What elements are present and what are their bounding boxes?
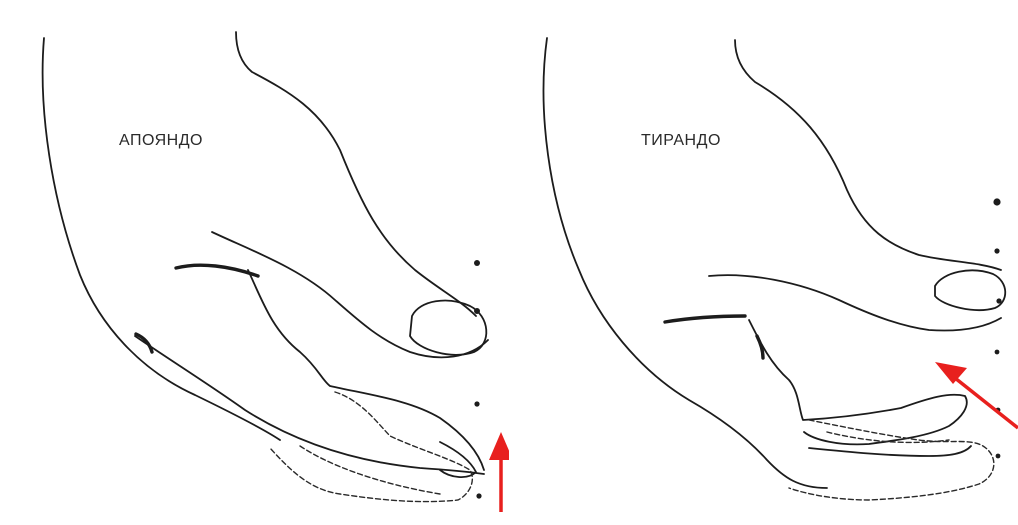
string-dot [474, 308, 480, 314]
direction-arrow-head [935, 362, 967, 384]
thumb-nail [935, 270, 1005, 310]
string-dot [994, 248, 999, 253]
panel-apoyando: АПОЯНДО [0, 0, 509, 525]
dashed-finger-outline [300, 446, 440, 494]
panel-label-tirando: ТИРАНДО [641, 132, 721, 150]
string-dot [996, 298, 1001, 303]
thumb-underside [212, 232, 488, 357]
index-finger-top [665, 316, 745, 322]
string-dot [474, 401, 479, 406]
direction-arrow-shaft [955, 378, 1018, 428]
panel-tirando: ТИРАНДО [509, 0, 1018, 525]
string-dot [995, 350, 1000, 355]
hand-drawing-apoyando [0, 0, 509, 525]
index-finger-top [176, 265, 258, 276]
thumb-top-contour [236, 32, 476, 316]
small-curl [757, 336, 763, 358]
thumb-nail [410, 301, 486, 355]
hand-outline [43, 38, 280, 440]
hand-outline [544, 38, 827, 488]
string-dot [476, 493, 481, 498]
string-dot [996, 454, 1001, 459]
hand-drawing-tirando [509, 0, 1018, 525]
index-finger-contour [749, 320, 967, 444]
string-dot [993, 198, 1000, 205]
thumb-top-contour [735, 40, 1001, 270]
lower-finger-contour [809, 446, 971, 456]
panel-label-apoyando: АПОЯНДО [119, 132, 203, 150]
thumb-underside [709, 275, 1001, 330]
direction-arrow-head [489, 432, 509, 460]
string-dot [474, 260, 480, 266]
